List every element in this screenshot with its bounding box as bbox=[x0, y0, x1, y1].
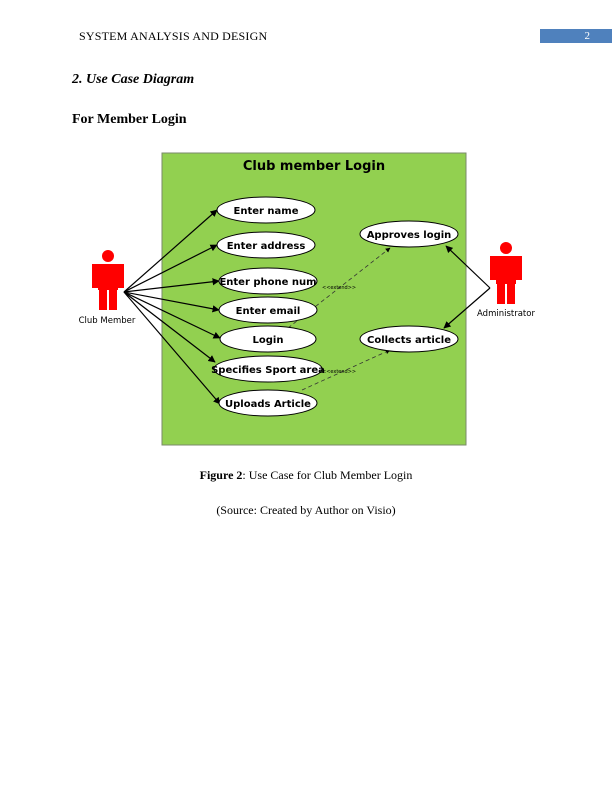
use-case-label: Collects article bbox=[367, 335, 451, 346]
use-case-enter-address: Enter address bbox=[216, 231, 316, 259]
section-heading: 2. Use Case Diagram bbox=[72, 72, 195, 87]
figure-caption: Figure 2: Use Case for Club Member Login bbox=[0, 468, 612, 483]
running-header-title: SYSTEM ANALYSIS AND DESIGN bbox=[79, 29, 268, 43]
administrator-associations bbox=[443, 245, 491, 329]
use-case-label: Enter email bbox=[236, 306, 301, 317]
use-case-label: Enter address bbox=[227, 241, 306, 252]
use-case-login: Login bbox=[219, 325, 317, 353]
diagram-title: Club member Login bbox=[243, 159, 385, 174]
use-case-enter-phone-num: Enter phone num bbox=[218, 267, 318, 295]
club-member-label: Club Member bbox=[79, 316, 136, 326]
figure-label: Figure 2 bbox=[199, 468, 243, 482]
administrator-actor-icon bbox=[490, 242, 522, 304]
use-case-label: Uploads Article bbox=[225, 399, 311, 410]
use-case-enter-email: Enter email bbox=[218, 296, 318, 324]
use-case-collects-article: Collects article bbox=[359, 325, 459, 353]
extend-label-2: <<extend>> bbox=[322, 369, 356, 375]
use-case-specifies-sport-area: Specifies Sport area bbox=[211, 355, 325, 383]
page-number: 2 bbox=[540, 29, 612, 43]
use-case-enter-name: Enter name bbox=[216, 196, 316, 224]
sub-heading: For Member Login bbox=[72, 112, 187, 127]
figure-source: (Source: Created by Author on Visio) bbox=[216, 503, 396, 517]
use-case-diagram: Club member Login Club Member Administra… bbox=[79, 152, 535, 446]
use-case-label: Login bbox=[253, 335, 284, 346]
extend-label-1: <<extend>> bbox=[322, 285, 356, 291]
use-case-label: Approves login bbox=[367, 230, 452, 241]
club-member-actor-icon bbox=[92, 250, 124, 310]
use-case-label: Enter name bbox=[234, 206, 299, 217]
administrator-label: Administrator bbox=[477, 309, 535, 319]
use-case-label: Specifies Sport area bbox=[211, 365, 325, 376]
figure-caption-text: : Use Case for Club Member Login bbox=[242, 468, 413, 482]
use-case-label: Enter phone num bbox=[219, 277, 316, 288]
use-case-uploads-article: Uploads Article bbox=[218, 389, 318, 417]
use-case-approves-login: Approves login bbox=[359, 220, 459, 248]
club-member-associations bbox=[123, 209, 221, 405]
